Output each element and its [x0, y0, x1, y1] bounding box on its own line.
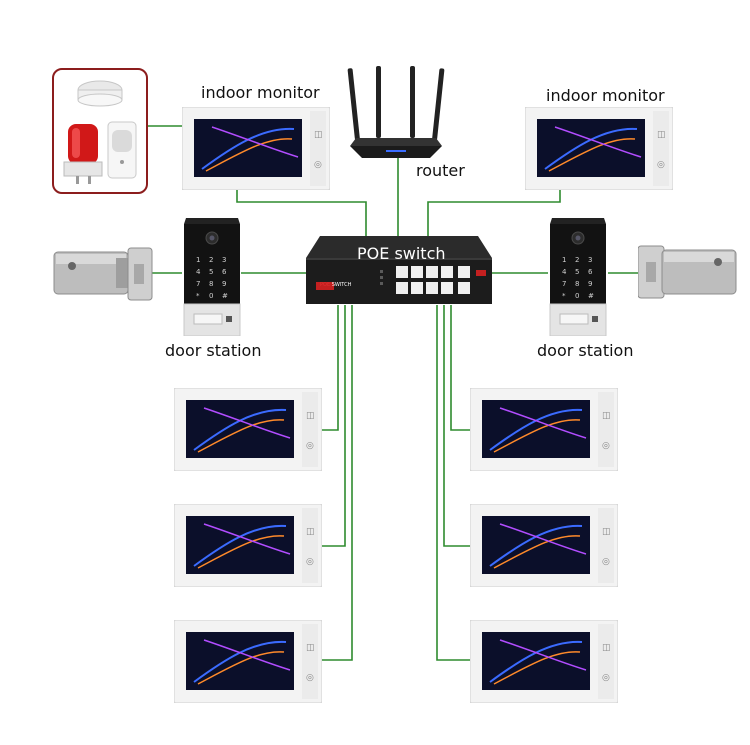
svg-text:◎: ◎	[602, 673, 610, 683]
svg-text:◫: ◫	[657, 130, 666, 140]
router-icon	[346, 64, 446, 160]
svg-text:1: 1	[562, 256, 566, 264]
switch-model-mark: SWITCH	[331, 282, 352, 288]
indoor-monitor-top-right: ◫ ◎	[525, 107, 673, 190]
svg-text:6: 6	[588, 268, 593, 276]
svg-text:*: *	[196, 292, 200, 300]
smoke-detector-icon	[77, 80, 123, 107]
svg-text:◎: ◎	[306, 673, 314, 683]
svg-text:◎: ◎	[306, 557, 314, 567]
switch-brand-mark: POE	[320, 282, 331, 288]
svg-text:6: 6	[222, 268, 227, 276]
svg-text:2: 2	[575, 256, 579, 264]
svg-text:8: 8	[209, 280, 213, 288]
svg-text:9: 9	[222, 280, 226, 288]
svg-text:◫: ◫	[314, 130, 323, 140]
svg-text:◫: ◫	[306, 411, 315, 421]
indoor-monitor-right-3: ◫ ◎	[470, 620, 618, 703]
svg-text:9: 9	[588, 280, 592, 288]
svg-text:◫: ◫	[602, 643, 611, 653]
indoor-monitor-left-3: ◫ ◎	[174, 620, 322, 703]
svg-text:◫: ◫	[602, 411, 611, 421]
svg-text:#: #	[588, 292, 594, 300]
electric-lock-icon-left	[52, 246, 154, 302]
warning-light-icon	[63, 124, 103, 184]
svg-text:◎: ◎	[602, 557, 610, 567]
svg-text:#: #	[222, 292, 228, 300]
svg-text:◫: ◫	[306, 527, 315, 537]
svg-text:7: 7	[562, 280, 566, 288]
indoor-monitor-right-2: ◫ ◎	[470, 504, 618, 587]
label-indoor-monitor-right: indoor monitor	[546, 86, 665, 105]
svg-text:1: 1	[196, 256, 200, 264]
pir-sensor-icon	[107, 121, 137, 179]
svg-text:◎: ◎	[602, 441, 610, 451]
switch-brand-text: POE SWITCH	[320, 282, 351, 288]
label-router: router	[416, 161, 465, 180]
svg-text:5: 5	[575, 268, 579, 276]
svg-text:2: 2	[209, 256, 213, 264]
poe-switch	[306, 236, 492, 304]
alarm-accessories-group	[52, 68, 148, 194]
svg-text:0: 0	[209, 292, 213, 300]
svg-text:0: 0	[575, 292, 579, 300]
indoor-monitor-top-left: ◫ ◎	[182, 107, 330, 190]
svg-text:◫: ◫	[306, 643, 315, 653]
svg-text:◫: ◫	[602, 527, 611, 537]
indoor-monitor-right-1: ◫ ◎	[470, 388, 618, 471]
poe-switch-label: POE switch	[357, 244, 446, 263]
svg-text:◎: ◎	[306, 441, 314, 451]
svg-text:4: 4	[196, 268, 201, 276]
svg-text:◎: ◎	[314, 160, 322, 170]
label-door-station-left: door station	[165, 341, 262, 360]
svg-text:7: 7	[196, 280, 200, 288]
svg-text:*: *	[562, 292, 566, 300]
indoor-monitor-left-1: ◫ ◎	[174, 388, 322, 471]
label-indoor-monitor-left: indoor monitor	[201, 83, 320, 102]
indoor-monitor-left-2: ◫ ◎	[174, 504, 322, 587]
svg-text:5: 5	[209, 268, 213, 276]
svg-text:3: 3	[588, 256, 592, 264]
svg-text:3: 3	[222, 256, 226, 264]
electric-lock-icon-right	[638, 242, 740, 302]
svg-text:4: 4	[562, 268, 567, 276]
label-door-station-right: door station	[537, 341, 634, 360]
svg-text:8: 8	[575, 280, 579, 288]
svg-text:◎: ◎	[657, 160, 665, 170]
